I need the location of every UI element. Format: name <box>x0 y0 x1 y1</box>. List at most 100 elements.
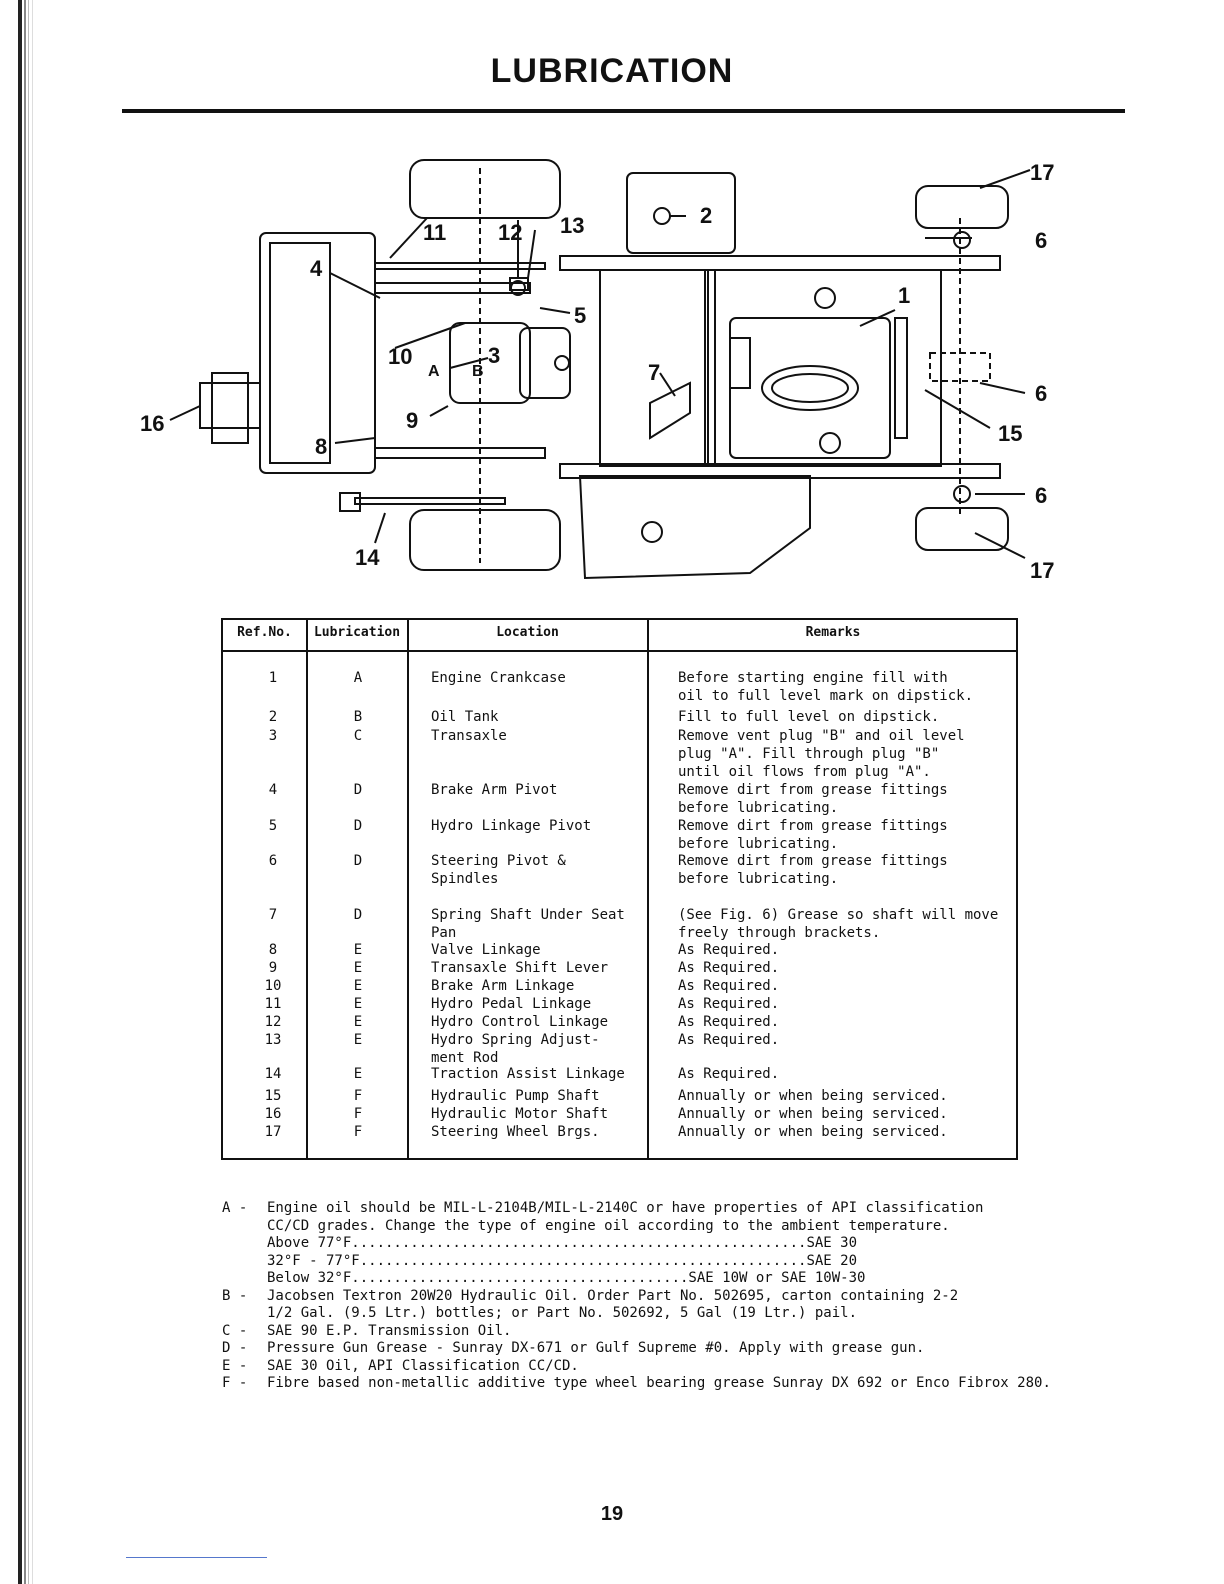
location-cell: Traction Assist Linkage <box>431 1066 625 1082</box>
callout-8: 8 <box>315 434 327 459</box>
ref-cell: 8 <box>268 942 278 958</box>
ref-cell: 14 <box>264 1066 282 1082</box>
lub-cell: D <box>353 907 363 923</box>
note-d: D - Pressure Gun Grease - Sunray DX-671 … <box>222 1340 1122 1358</box>
lub-cell: F <box>353 1088 363 1104</box>
location-cell: Transaxle <box>431 728 507 744</box>
remarks-cell: Annually or when being serviced. <box>678 1124 948 1140</box>
ref-cell: 6 <box>268 853 278 869</box>
callout-6c: 6 <box>1035 483 1047 508</box>
callout-5: 5 <box>574 303 586 328</box>
remarks-cell: Remove dirt from grease fittings before … <box>678 782 948 816</box>
note-c: C - SAE 90 E.P. Transmission Oil. <box>222 1323 1122 1341</box>
lub-cell: E <box>353 996 363 1012</box>
lubricant-notes: A - Engine oil should be MIL-L-2104B/MIL… <box>222 1200 1122 1393</box>
location-cell: Valve Linkage <box>431 942 541 958</box>
footer-rule <box>126 1557 267 1558</box>
ref-cell: 2 <box>268 709 278 725</box>
callout-3: 3 <box>488 343 500 368</box>
lub-cell: B <box>353 709 363 725</box>
location-cell: Brake Arm Linkage <box>431 978 575 994</box>
header-lubrication: Lubrication <box>313 625 401 640</box>
callout-10: 10 <box>388 344 412 369</box>
remarks-cell: As Required. <box>678 1066 780 1082</box>
lub-cell: A <box>353 670 363 686</box>
header-remarks: Remarks <box>805 625 861 640</box>
note-text: Fibre based non-metallic additive type w… <box>267 1375 1051 1391</box>
remarks-cell: Fill to full level on dipstick. <box>678 709 940 725</box>
ref-cell: 4 <box>268 782 278 798</box>
location-cell: Steering Wheel Brgs. <box>431 1124 600 1140</box>
callout-14: 14 <box>355 545 380 570</box>
note-text: SAE 90 E.P. Transmission Oil. <box>267 1322 512 1339</box>
remarks-cell: Remove vent plug "B" and oil level plug … <box>678 728 965 780</box>
note-text: Jacobsen Textron 20W20 Hydraulic Oil. Or… <box>267 1287 959 1322</box>
lub-cell: E <box>353 960 363 976</box>
callout-11: 11 <box>423 220 446 245</box>
note-b: B - Jacobsen Textron 20W20 Hydraulic Oil… <box>222 1288 1122 1323</box>
location-cell: Brake Arm Pivot <box>431 782 558 798</box>
remarks-cell: As Required. <box>678 1014 780 1030</box>
note-key: B - <box>222 1287 248 1304</box>
remarks-cell: (See Fig. 6) Grease so shaft will move f… <box>678 907 999 941</box>
callout-2: 2 <box>700 203 712 228</box>
callout-7: 7 <box>648 360 660 385</box>
note-text: Engine oil should be MIL-L-2104B/MIL-L-2… <box>267 1200 984 1234</box>
plug-label-b: B <box>472 363 484 380</box>
remarks-cell: As Required. <box>678 942 780 958</box>
location-cell: Transaxle Shift Lever <box>431 960 609 976</box>
remarks-cell: Annually or when being serviced. <box>678 1088 948 1104</box>
note-key: A - <box>222 1200 248 1216</box>
note-key: F - <box>222 1375 248 1391</box>
location-cell: Hydraulic Motor Shaft <box>431 1106 609 1122</box>
callout-17b: 17 <box>1030 558 1054 583</box>
note-key: E - <box>222 1357 248 1374</box>
ref-cell: 17 <box>264 1124 282 1140</box>
callout-6a: 6 <box>1035 228 1047 253</box>
ref-cell: 13 <box>264 1032 282 1048</box>
ref-cell: 9 <box>268 960 278 976</box>
callout-12: 12 <box>498 220 522 245</box>
temperature-line: Above 77°F..............................… <box>267 1235 858 1251</box>
remarks-cell: Remove dirt from grease fittings before … <box>678 818 948 852</box>
lubrication-table: Ref.No. Lubrication Location Remarks 1 A… <box>221 618 1018 1160</box>
remarks-cell: As Required. <box>678 1032 780 1048</box>
callout-9: 9 <box>406 408 418 433</box>
lub-cell: F <box>353 1124 363 1140</box>
ref-cell: 12 <box>264 1014 282 1030</box>
remarks-cell: As Required. <box>678 978 780 994</box>
remarks-cell: Annually or when being serviced. <box>678 1106 948 1122</box>
note-e: E - SAE 30 Oil, API Classification CC/CD… <box>222 1358 1122 1376</box>
lub-cell: E <box>353 1066 363 1082</box>
remarks-cell: Remove dirt from grease fittings before … <box>678 853 948 887</box>
callout-17a: 17 <box>1030 160 1054 185</box>
table-col-divider <box>306 620 308 1158</box>
page-title: LUBRICATION <box>490 52 734 90</box>
location-cell: Engine Crankcase <box>431 670 566 686</box>
ref-cell: 11 <box>264 996 282 1012</box>
ref-cell: 16 <box>264 1106 282 1122</box>
lub-cell: D <box>353 818 363 834</box>
callout-6b: 6 <box>1035 381 1047 406</box>
table-col-divider <box>407 620 409 1158</box>
location-cell: Hydro Linkage Pivot <box>431 818 592 834</box>
location-cell: Hydro Spring Adjust- ment Rod <box>431 1032 600 1066</box>
note-text: Pressure Gun Grease - Sunray DX-671 or G… <box>267 1340 925 1356</box>
location-cell: Hydro Pedal Linkage <box>431 996 592 1012</box>
note-key: C - <box>222 1322 248 1339</box>
lub-cell: F <box>353 1106 363 1122</box>
lubrication-diagram: 1 2 3 4 5 6 6 6 7 8 9 10 11 12 13 14 15 … <box>140 159 1054 583</box>
scan-edge <box>18 0 33 1584</box>
page-number: 19 <box>600 1503 624 1525</box>
lub-cell: E <box>353 1032 363 1048</box>
location-cell: Spring Shaft Under Seat Pan <box>431 907 625 941</box>
callout-13: 13 <box>560 213 584 238</box>
lub-cell: C <box>353 728 363 744</box>
table-col-divider <box>647 620 649 1158</box>
ref-cell: 3 <box>268 728 278 744</box>
plug-label-a: A <box>428 363 440 380</box>
temperature-line: 32°F - 77°F.............................… <box>267 1252 858 1269</box>
location-cell: Hydro Control Linkage <box>431 1014 609 1030</box>
ref-cell: 15 <box>264 1088 282 1104</box>
note-a: A - Engine oil should be MIL-L-2104B/MIL… <box>222 1200 1122 1235</box>
